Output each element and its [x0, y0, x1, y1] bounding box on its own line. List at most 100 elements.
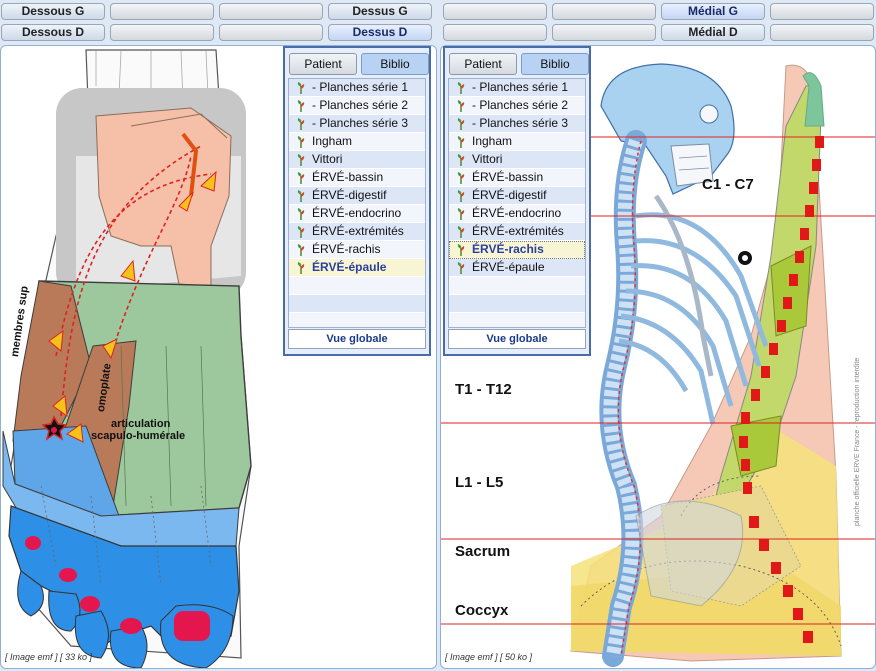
list-item[interactable]: - Planches série 2	[289, 97, 425, 115]
empty-button-r5[interactable]	[552, 24, 656, 41]
list-item-label: ÉRVÉ-rachis	[472, 242, 544, 256]
right-nav-panel: Patient Biblio - Planches série 1 - Plan…	[443, 46, 591, 356]
plant-icon	[457, 172, 465, 184]
right-chart-pane: C1 - C7 T1 - T12 L1 - L5 Sacrum Coccyx p…	[440, 45, 876, 669]
list-item-label: Ingham	[472, 134, 513, 148]
tab-biblio-left[interactable]: Biblio	[361, 53, 429, 75]
plant-icon	[457, 190, 465, 202]
list-item[interactable]: Ingham	[289, 133, 425, 151]
empty-button-l2[interactable]	[219, 3, 323, 20]
label-l1-l5: L1 - L5	[455, 474, 504, 491]
list-item-empty	[289, 277, 425, 295]
list-item-active[interactable]: ÉRVÉ-rachis	[449, 241, 585, 259]
list-item-label: ÉRVÉ-endocrino	[312, 206, 402, 220]
plant-icon	[457, 136, 465, 148]
left-nav-list: - Planches série 1 - Planches série 2 - …	[288, 78, 426, 328]
list-item-label: ÉRVÉ-épaule	[312, 260, 387, 274]
list-item[interactable]: ÉRVÉ-endocrino	[289, 205, 425, 223]
list-item[interactable]: ÉRVÉ-bassin	[289, 169, 425, 187]
list-item-label: ÉRVÉ-bassin	[472, 170, 544, 184]
list-item[interactable]: - Planches série 3	[449, 115, 585, 133]
list-item[interactable]: - Planches série 3	[289, 115, 425, 133]
plant-icon	[457, 244, 465, 256]
plant-icon	[457, 226, 465, 238]
label-sacrum: Sacrum	[455, 543, 511, 560]
list-item[interactable]: - Planches série 1	[289, 79, 425, 97]
list-item[interactable]: Vittori	[289, 151, 425, 169]
empty-button-l4[interactable]	[219, 24, 323, 41]
list-item[interactable]: ÉRVÉ-digestif	[449, 187, 585, 205]
empty-button-r4[interactable]	[443, 24, 547, 41]
right-nav-list: - Planches série 1 - Planches série 2 - …	[448, 78, 586, 328]
list-item[interactable]: ÉRVÉ-extrémités	[289, 223, 425, 241]
plant-icon	[457, 118, 465, 130]
empty-button-r2[interactable]	[552, 3, 656, 20]
medial-g-button[interactable]: Médial G	[661, 3, 765, 20]
list-item-label: - Planches série 2	[312, 98, 409, 112]
list-item-label: ÉRVÉ-extrémités	[312, 224, 404, 238]
watermark-text: planche officielle ERVE France - reprodu…	[854, 357, 861, 526]
plant-icon	[457, 208, 465, 220]
list-item-empty	[449, 313, 585, 327]
plant-icon	[457, 100, 465, 112]
left-nav-tabs: Patient Biblio	[288, 53, 429, 75]
plant-icon	[297, 226, 305, 238]
vue-globale-button-right[interactable]: Vue globale	[448, 329, 586, 349]
label-articulation: articulation	[111, 418, 171, 430]
empty-button-l1[interactable]	[110, 3, 214, 20]
label-coccyx: Coccyx	[455, 602, 509, 619]
list-item-empty	[449, 295, 585, 313]
tab-biblio-right[interactable]: Biblio	[521, 53, 589, 75]
empty-button-r6[interactable]	[770, 24, 874, 41]
plant-icon	[297, 190, 305, 202]
left-image-caption: [ Image emf ] [ 33 ko ]	[5, 652, 93, 662]
plant-icon	[297, 244, 305, 256]
plant-icon	[297, 208, 305, 220]
dessous-g-button[interactable]: Dessous G	[1, 3, 105, 20]
list-item[interactable]: ÉRVÉ-endocrino	[449, 205, 585, 223]
list-item[interactable]: ÉRVÉ-épaule	[449, 259, 585, 277]
empty-button-l3[interactable]	[110, 24, 214, 41]
right-image-caption: [ Image emf ] [ 50 ko ]	[445, 652, 533, 662]
list-item-empty	[449, 277, 585, 295]
dessus-d-button[interactable]: Dessus D	[328, 24, 432, 41]
tab-patient-right[interactable]: Patient	[449, 53, 517, 75]
list-item-empty	[289, 295, 425, 313]
plant-icon	[457, 82, 465, 94]
list-item-label: - Planches série 3	[472, 116, 569, 130]
list-item-label: - Planches série 1	[312, 80, 409, 94]
medial-d-button[interactable]: Médial D	[661, 24, 765, 41]
plant-icon	[457, 262, 465, 274]
empty-button-r1[interactable]	[443, 3, 547, 20]
list-item-label: Ingham	[312, 134, 353, 148]
list-item[interactable]: Ingham	[449, 133, 585, 151]
list-item[interactable]: - Planches série 2	[449, 97, 585, 115]
spine-medial-illustration	[441, 63, 875, 667]
plant-icon	[457, 154, 465, 166]
list-item[interactable]: Vittori	[449, 151, 585, 169]
list-item-label: ÉRVÉ-bassin	[312, 170, 384, 184]
tab-patient-left[interactable]: Patient	[289, 53, 357, 75]
empty-button-r3[interactable]	[770, 3, 874, 20]
list-item[interactable]: ÉRVÉ-digestif	[289, 187, 425, 205]
list-item-label: ÉRVÉ-épaule	[472, 260, 545, 274]
dessous-d-button[interactable]: Dessous D	[1, 24, 105, 41]
plant-icon	[297, 172, 305, 184]
foot-dorsal-illustration	[2, 49, 252, 668]
list-item-label: ÉRVÉ-extrémités	[472, 224, 564, 238]
list-item-label: ÉRVÉ-digestif	[312, 188, 387, 202]
plant-icon	[297, 154, 305, 166]
list-item[interactable]: ÉRVÉ-bassin	[449, 169, 585, 187]
plant-icon	[297, 100, 305, 112]
vue-globale-button-left[interactable]: Vue globale	[288, 329, 426, 349]
list-item-label: ÉRVÉ-rachis	[312, 242, 381, 256]
list-item[interactable]: - Planches série 1	[449, 79, 585, 97]
list-item[interactable]: ÉRVÉ-rachis	[289, 241, 425, 259]
label-scapulo-humerale: scapulo-humérale	[91, 430, 186, 442]
list-item-label: Vittori	[472, 152, 503, 166]
list-item-active[interactable]: ÉRVÉ-épaule	[289, 259, 425, 277]
list-item-label: - Planches série 2	[472, 98, 569, 112]
right-nav-tabs: Patient Biblio	[448, 53, 589, 75]
list-item[interactable]: ÉRVÉ-extrémités	[449, 223, 585, 241]
dessus-g-button[interactable]: Dessus G	[328, 3, 432, 20]
